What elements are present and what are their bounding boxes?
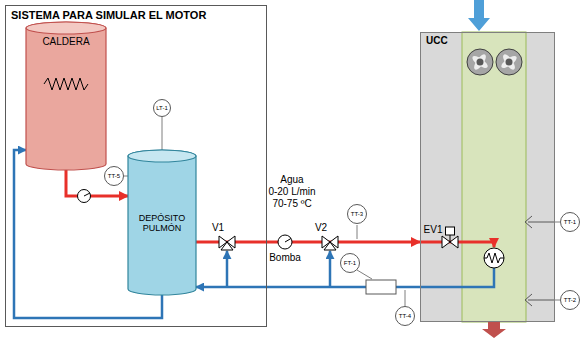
fan-hub — [477, 59, 484, 66]
valve-stem — [450, 235, 451, 242]
tank-body — [26, 22, 106, 170]
hot-air-arrow — [482, 322, 506, 338]
tank-body — [128, 150, 196, 295]
fan — [467, 49, 493, 75]
buffer-tank: DEPÓSITO PULMÓN — [128, 150, 196, 295]
valve-label: V1 — [212, 222, 224, 234]
sensor-leader — [162, 117, 163, 150]
sensor-tag: LT-1 — [156, 105, 168, 111]
sensor-circle-outline — [154, 100, 171, 117]
valve-body — [219, 236, 235, 250]
temperature-range: 70-75 ºC — [272, 198, 311, 210]
fan-hub — [506, 59, 513, 66]
sensor-leader — [555, 300, 560, 301]
sensor-circle-outline — [396, 307, 415, 326]
temperature-sensor: TT-4 — [395, 306, 415, 326]
valve-actuator — [446, 227, 455, 235]
three-way-valve — [322, 236, 338, 250]
fan-housing — [496, 49, 522, 75]
sensor-tag: TT-4 — [399, 313, 411, 319]
temperature-sensor: TT-1 — [560, 212, 580, 232]
boiler-tank: CALDERA — [26, 22, 106, 170]
heater-element — [44, 78, 88, 90]
fan-blade — [472, 53, 488, 72]
exchanger-body — [484, 248, 504, 268]
exchanger-coil — [484, 253, 504, 263]
ucc-unit: UCC — [420, 32, 555, 322]
fan-blade — [500, 54, 519, 70]
pump-symbol — [78, 190, 91, 203]
return-water-pipe — [420, 268, 494, 287]
temperature-sensor: TT-5 — [104, 166, 124, 186]
three-way-valve — [219, 236, 235, 250]
fan-blade — [501, 53, 517, 72]
heat-exchanger — [484, 248, 504, 268]
box-heading: SISTEMA PARA SIMULAR EL MOTOR — [11, 9, 261, 21]
sensor-circle-outline — [341, 254, 360, 273]
sensor-circle-outline — [561, 213, 580, 232]
pump-mark — [84, 193, 90, 196]
valve-label: V2 — [315, 222, 327, 234]
sensor-probe — [525, 294, 555, 306]
sensor-tag: FT-1 — [344, 260, 356, 266]
sensor-circle-outline — [561, 291, 580, 310]
sensor-tag: TT-3 — [351, 211, 363, 217]
sensor-tag: TT-1 — [564, 219, 576, 225]
valve-label: EV1 — [424, 224, 443, 236]
pump-label: Bomba — [269, 252, 301, 264]
flow-sensor: FT-1 — [340, 253, 360, 273]
fan-housing — [467, 49, 493, 75]
pump-body — [278, 235, 292, 249]
valve-body — [442, 236, 458, 248]
temperature-sensor: TT-3 — [347, 204, 367, 224]
level-sensor: LT-1 — [153, 99, 171, 117]
solenoid-valve — [442, 227, 458, 248]
leader-line — [357, 270, 372, 279]
leader-line — [405, 290, 406, 307]
fan — [496, 49, 522, 75]
box-heading: UCC — [426, 35, 549, 46]
bypass-pipe — [226, 251, 229, 286]
sensor-leader — [555, 222, 560, 223]
fan-blade — [471, 54, 490, 70]
sensor-probe — [525, 216, 555, 228]
tank-label: DEPÓSITO PULMÓN — [132, 213, 192, 233]
bypass-pipe — [329, 251, 332, 286]
sensor-tag: TT-5 — [108, 173, 120, 179]
sensor-circle-outline — [105, 167, 124, 186]
tank-label: CALDERA — [42, 36, 89, 47]
system-boundary: SISTEMA PARA SIMULAR EL MOTOR CALDERA DEPÓ… — [5, 5, 267, 327]
flow-meter — [366, 280, 396, 294]
flow-range: 0-20 L/min — [268, 186, 315, 198]
sensor-tag: TT-2 — [564, 297, 576, 303]
leader-line — [357, 225, 358, 239]
cold-air-arrow — [468, 0, 490, 31]
pump-body — [78, 190, 91, 203]
pump-symbol — [278, 235, 292, 249]
ucc-housing-fill — [420, 32, 555, 322]
valve-body — [322, 236, 338, 250]
pump-mark — [285, 239, 291, 243]
fluid-label: Agua — [280, 174, 303, 186]
tank-rim — [128, 150, 196, 162]
temperature-sensor: TT-2 — [560, 290, 580, 310]
sensor-circle-outline — [348, 205, 367, 224]
tank-rim — [26, 22, 106, 34]
